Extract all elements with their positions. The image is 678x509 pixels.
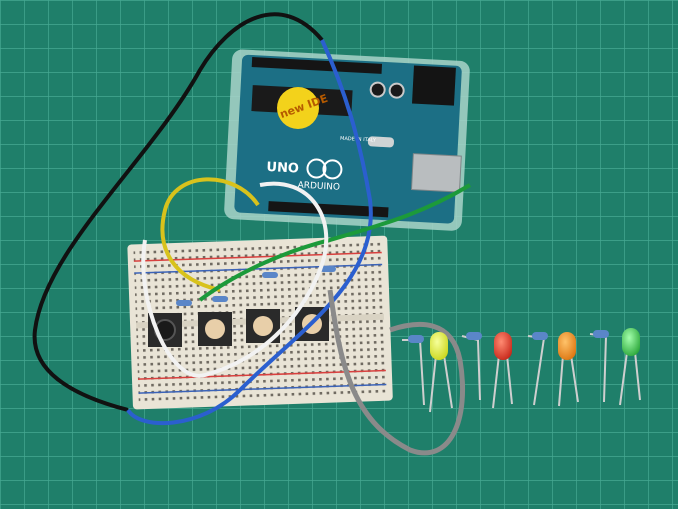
led-green: [619, 328, 641, 406]
loose-resistors: [402, 330, 609, 406]
led-yellow: [429, 332, 453, 413]
black-wire: [32, 12, 324, 412]
green-wire: [198, 183, 472, 302]
pushbutton-2: [198, 312, 232, 346]
gray-wire: [327, 289, 466, 456]
white-wire: [141, 181, 329, 378]
board-model-text: UNO: [266, 160, 299, 177]
blue-wire: [126, 39, 373, 426]
led-red: [492, 332, 513, 409]
led-orange: [558, 332, 579, 407]
board-brand-text: ARDUINO: [297, 181, 340, 193]
breadboard-resistors: [176, 266, 336, 306]
yellow-wire: [160, 177, 260, 292]
